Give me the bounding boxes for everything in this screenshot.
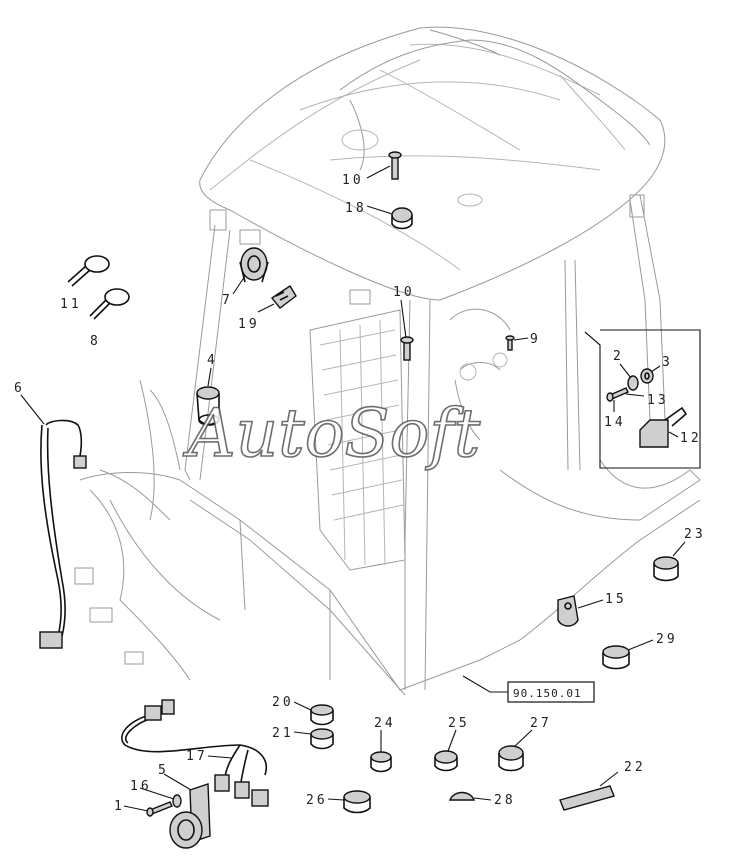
part-18-plug bbox=[391, 207, 413, 230]
part-21-plug bbox=[310, 728, 334, 750]
watermark-text: AutoSoft bbox=[182, 395, 481, 472]
callout-15: 15 bbox=[605, 592, 627, 607]
parts bbox=[39, 151, 688, 849]
callout-16: 16 bbox=[130, 779, 152, 794]
part-11-cable-loop bbox=[67, 255, 110, 287]
part-7-grommet bbox=[239, 247, 269, 283]
callout-10-lower: 10 bbox=[393, 285, 415, 300]
part-9-screw bbox=[505, 335, 515, 351]
part-15-bracket bbox=[557, 595, 579, 627]
part-20-plug bbox=[310, 704, 334, 726]
part-4-knob bbox=[196, 386, 220, 426]
callout-3: 3 bbox=[662, 355, 673, 370]
callout-19: 19 bbox=[238, 317, 260, 332]
callout-29: 29 bbox=[656, 632, 678, 647]
callout-18: 18 bbox=[345, 201, 367, 216]
part-1-bolt bbox=[146, 801, 173, 817]
callout-24: 24 bbox=[374, 716, 396, 731]
part-19-clip bbox=[270, 285, 297, 309]
callout-12: 12 bbox=[680, 431, 702, 446]
part-12-bracket bbox=[639, 406, 688, 448]
part-16-washer bbox=[172, 794, 182, 808]
part-26-grommet bbox=[343, 790, 371, 814]
part-10-bolt-upper bbox=[388, 151, 402, 180]
part-14-bolt bbox=[606, 387, 629, 402]
part-27-grommet bbox=[498, 745, 524, 772]
callout-2: 2 bbox=[613, 349, 624, 364]
callout-28: 28 bbox=[494, 793, 516, 808]
callout-14: 14 bbox=[604, 415, 626, 430]
callout-1: 1 bbox=[114, 799, 125, 814]
part-2-washer bbox=[627, 375, 639, 391]
reference-box bbox=[507, 681, 595, 703]
callout-labels: 10 18 11 8 7 19 4 10 9 6 2 3 13 14 12 23… bbox=[14, 173, 706, 814]
callout-4: 4 bbox=[207, 353, 218, 368]
callout-7: 7 bbox=[222, 293, 233, 308]
callout-27: 27 bbox=[530, 716, 552, 731]
part-22-bar bbox=[559, 785, 615, 811]
callout-21: 21 bbox=[272, 726, 294, 741]
callout-8: 8 bbox=[90, 334, 101, 349]
part-10-bolt-lower bbox=[400, 336, 414, 361]
part-28-cap bbox=[448, 791, 476, 801]
callout-25: 25 bbox=[448, 716, 470, 731]
part-29-grommet bbox=[602, 645, 630, 670]
callout-9: 9 bbox=[530, 332, 541, 347]
callout-10-upper: 10 bbox=[342, 173, 364, 188]
callout-13: 13 bbox=[647, 393, 669, 408]
part-horn bbox=[169, 811, 203, 849]
part-6-harness bbox=[39, 419, 87, 649]
part-17-horn-harness bbox=[121, 699, 269, 807]
part-3-nut bbox=[640, 368, 654, 384]
reference-box-text: 90.150.01 bbox=[513, 687, 582, 700]
detail-inset bbox=[584, 329, 701, 469]
callout-26: 26 bbox=[306, 793, 328, 808]
part-23-cap bbox=[653, 556, 679, 582]
callout-5: 5 bbox=[158, 763, 169, 778]
leader-lines bbox=[20, 165, 686, 812]
callout-20: 20 bbox=[272, 695, 294, 710]
part-24-grommet bbox=[370, 751, 392, 773]
part-8-cable-loop bbox=[89, 288, 130, 320]
callout-11: 11 bbox=[60, 297, 82, 312]
callout-6: 6 bbox=[14, 381, 25, 396]
callout-22: 22 bbox=[624, 760, 646, 775]
cab-outline bbox=[74, 26, 701, 696]
callout-23: 23 bbox=[684, 527, 706, 542]
callout-17: 17 bbox=[186, 749, 208, 764]
part-25-cap bbox=[434, 750, 458, 772]
